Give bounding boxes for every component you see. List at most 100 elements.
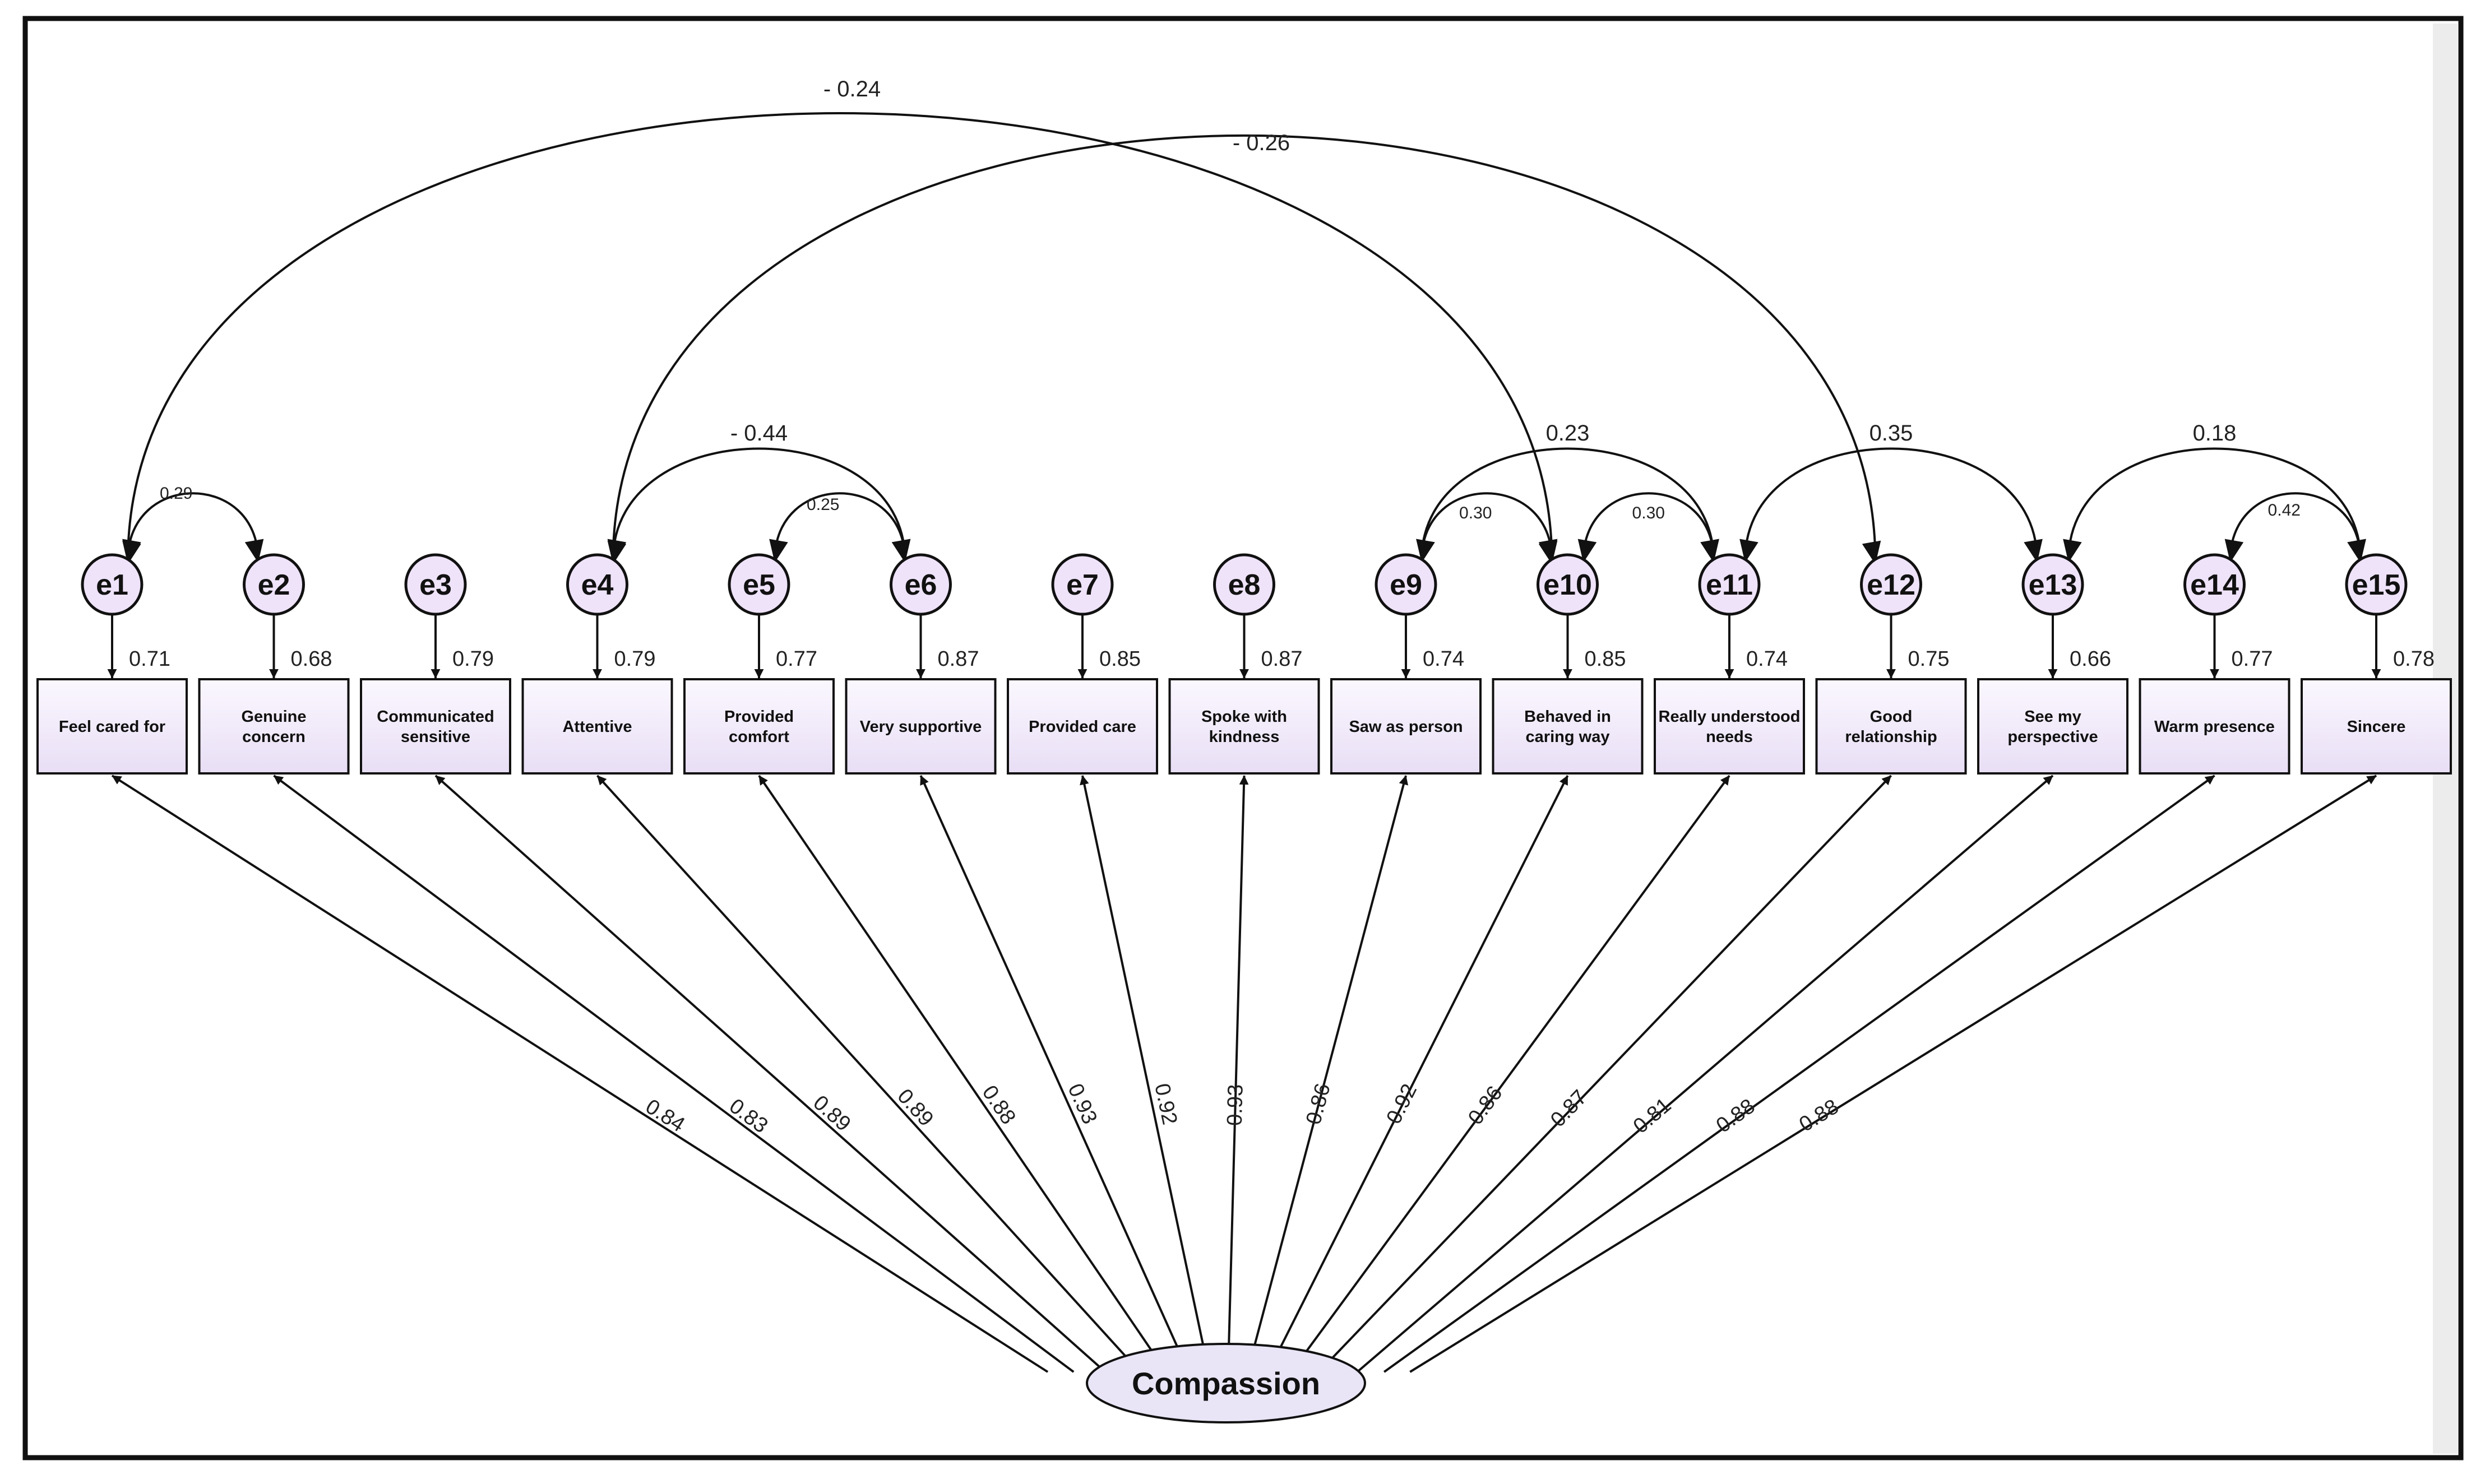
covariance-label: 0.35 <box>1869 421 1913 446</box>
loading-path-e2 <box>273 775 1075 1373</box>
covariance-e10-e11: 0.30 <box>1577 492 1719 563</box>
error-term-e1: e1 <box>81 553 144 616</box>
indicator-label: sensitive <box>401 728 470 746</box>
error-term-e14: e14 <box>2183 553 2246 616</box>
error-circle <box>728 553 790 616</box>
loading-path-e5 <box>758 775 1153 1351</box>
error-variance-e13: 0.66 <box>2070 647 2111 671</box>
covariance-label: - 0.26 <box>1233 131 1290 155</box>
loading-path-e11 <box>1306 775 1730 1352</box>
indicator-rect <box>1654 678 1805 775</box>
error-variance-e1: 0.71 <box>129 647 170 671</box>
error-term-e11: e11 <box>1698 553 1761 616</box>
error-variance-e8: 0.87 <box>1261 647 1303 671</box>
indicator-label: kindness <box>1209 728 1280 746</box>
indicator-rect <box>360 678 511 775</box>
covariance-label: 0.30 <box>1632 504 1665 522</box>
indicator-rect <box>1815 678 1967 775</box>
indicator-label: Provided <box>724 708 794 726</box>
indicator-boxes: Feel cared forGenuineconcernCommunicated… <box>36 678 2452 775</box>
indicator-box-e1: Feel cared for <box>36 678 188 775</box>
error-term-e9: e9 <box>1375 553 1437 616</box>
error-variance-e10: 0.85 <box>1585 647 1626 671</box>
covariance-arrowhead-start <box>2063 539 2082 563</box>
covariance-arc <box>774 492 906 561</box>
error-label: e1 <box>96 569 128 601</box>
covariance-arrowhead-end <box>2347 539 2366 563</box>
indicator-label: caring way <box>1526 728 1610 746</box>
error-variance-e15: 0.78 <box>2393 647 2435 671</box>
covariance-label: - 0.24 <box>823 77 881 101</box>
error-variance-e4: 0.79 <box>614 647 656 671</box>
error-circle <box>81 553 144 616</box>
error-circle <box>2345 553 2408 616</box>
indicator-label: Sincere <box>2347 718 2406 736</box>
indicator-label: Attentive <box>562 718 632 736</box>
error-label: e13 <box>2029 569 2077 601</box>
covariance-arc <box>612 134 1877 563</box>
covariance-label: 0.29 <box>160 484 192 503</box>
indicator-box-e4: Attentive <box>521 678 673 775</box>
loading-path-e12 <box>1331 775 1892 1359</box>
covariance-arc <box>1582 492 1715 561</box>
error-term-e12: e12 <box>1860 553 1922 616</box>
error-variance-e2: 0.68 <box>291 647 332 671</box>
covariance-arrowhead-end <box>891 539 911 563</box>
covariance-arrowhead-end <box>2024 539 2043 563</box>
error-label: e10 <box>1543 569 1592 601</box>
indicator-box-e3: Communicated sensitive <box>360 678 511 775</box>
error-circle <box>1051 553 1114 616</box>
error-circle <box>1537 553 1599 616</box>
error-label: e9 <box>1390 569 1422 601</box>
covariance-arrowhead-start <box>1739 539 1759 563</box>
indicator-box-e10: Behaved in caring way <box>1492 678 1644 775</box>
error-variance-e3: 0.79 <box>452 647 494 671</box>
error-variance-e14: 0.77 <box>2232 647 2273 671</box>
error-label: e2 <box>258 569 290 601</box>
error-circle <box>1698 553 1761 616</box>
covariance-arc <box>612 447 906 561</box>
error-circle <box>243 553 305 616</box>
error-variance-e11: 0.74 <box>1746 647 1788 671</box>
indicator-rect <box>1977 678 2128 775</box>
covariance-arrowhead-end <box>244 539 264 563</box>
covariance-arc <box>1420 447 1715 561</box>
indicator-label: Genuine <box>241 708 306 726</box>
indicator-label: comfort <box>729 728 789 746</box>
indicator-label: Provided care <box>1029 718 1136 736</box>
error-term-e3: e3 <box>404 553 467 616</box>
error-label: e7 <box>1066 569 1099 601</box>
error-circle <box>2021 553 2084 616</box>
covariance-arc <box>127 492 260 561</box>
indicator-label: Behaved in <box>1524 708 1611 726</box>
error-circle <box>1860 553 1922 616</box>
indicator-rect <box>198 678 350 775</box>
error-term-e5: e5 <box>728 553 790 616</box>
loading-path-e10 <box>1279 775 1569 1348</box>
latent-label: Compassion <box>1132 1366 1320 1401</box>
indicator-rect <box>2301 678 2452 775</box>
error-term-e13: e13 <box>2021 553 2084 616</box>
error-term-e2: e2 <box>243 553 305 616</box>
indicator-label: Warm presence <box>2154 718 2275 736</box>
error-label: e4 <box>581 569 614 601</box>
error-label: e3 <box>419 569 452 601</box>
covariance-arc <box>1744 447 2038 561</box>
indicator-label: Very supportive <box>860 718 982 736</box>
indicator-box-e15: Sincere <box>2301 678 2452 775</box>
covariance-arc <box>2067 447 2362 561</box>
indicator-label: perspective <box>2007 728 2098 746</box>
error-variance-e12: 0.75 <box>1908 647 1950 671</box>
covariance-label: 0.42 <box>2268 501 2301 520</box>
error-label: e15 <box>2352 569 2401 601</box>
error-circle <box>1375 553 1437 616</box>
indicator-label: Good <box>1870 708 1913 726</box>
covariance-arrowhead-start <box>2224 539 2244 563</box>
covariance-e5-e6: 0.25 <box>769 492 911 563</box>
indicator-label: Communicated <box>377 708 494 726</box>
loading-path-e15 <box>1409 775 2377 1373</box>
